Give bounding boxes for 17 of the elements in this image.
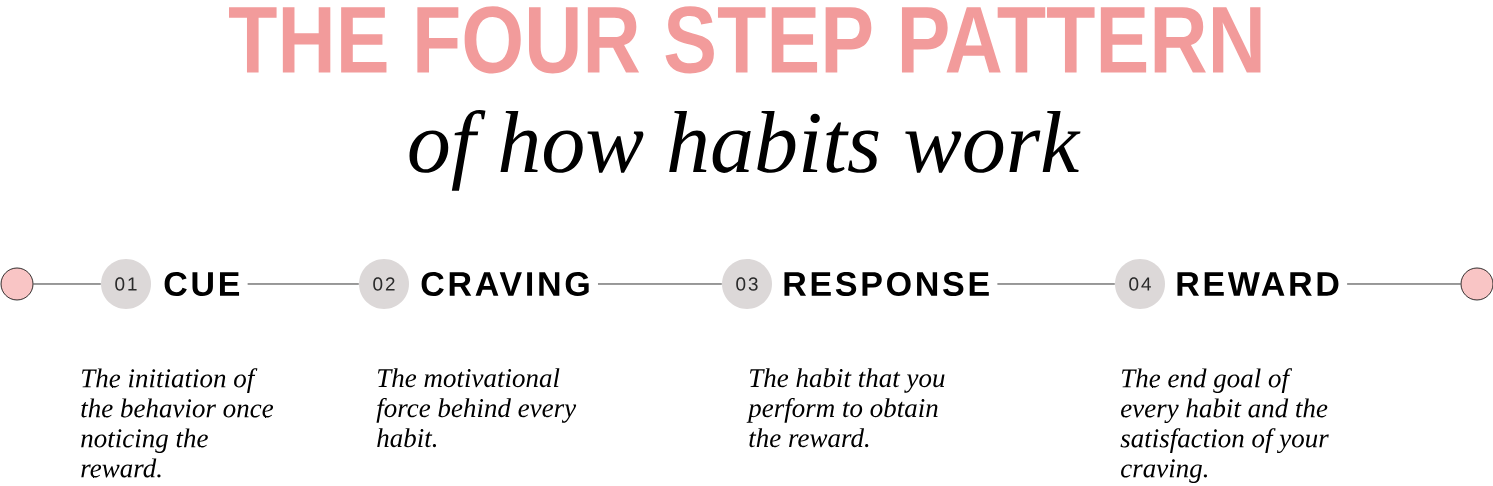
step-description: The end goal of every habit and the satisfaction of your craving.: [1120, 368, 1329, 483]
step-heading: CRAVING: [421, 271, 589, 297]
subtitle: of how habits work: [409, 110, 1081, 191]
step-description: The motivational force behind every habit.: [376, 368, 577, 448]
title: THE FOUR STEP PATTERN: [229, 6, 1261, 74]
connector-line: [33, 283, 102, 285]
connector-line: [997, 283, 1116, 285]
connector-line: [247, 283, 360, 285]
step-heading: REWARD: [1177, 272, 1339, 296]
circle-marker: [0, 267, 34, 301]
step-description: The initiation of the behavior once noticing the reward.: [81, 368, 274, 478]
connector-line: [1346, 283, 1461, 285]
connector-line: [597, 283, 723, 285]
circle-marker: [1460, 267, 1493, 301]
step-heading: CUE: [164, 271, 240, 297]
step-heading: RESPONSE: [784, 271, 989, 297]
step-description: The habit that you perform to obtain the reward.: [746, 368, 945, 448]
